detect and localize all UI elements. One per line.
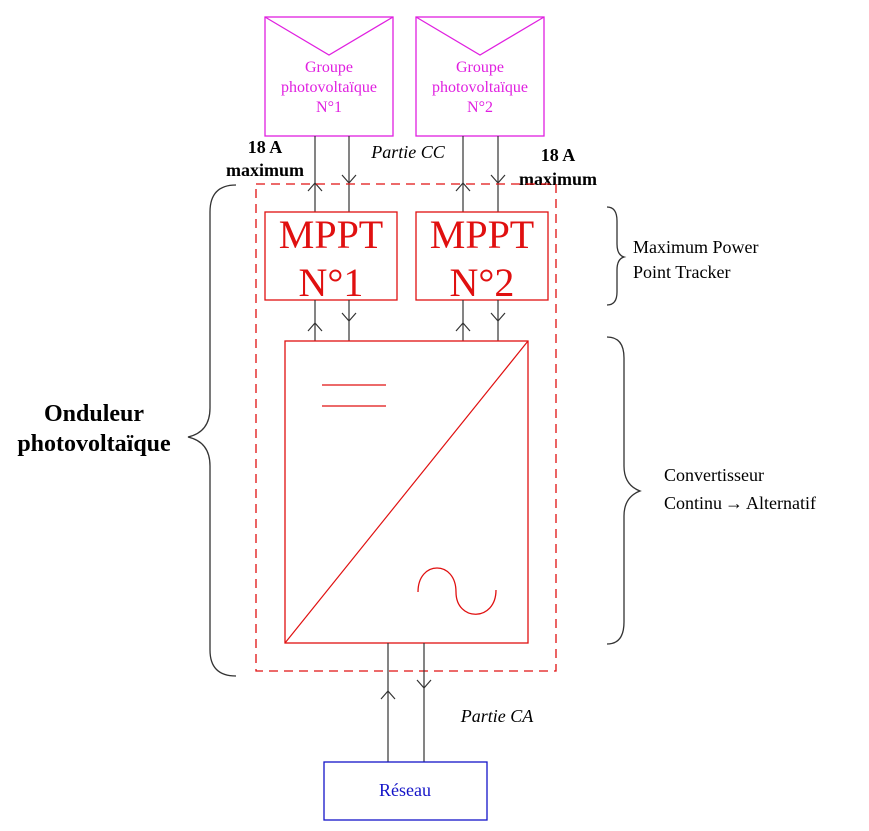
ac-part-label: Partie CA — [460, 706, 534, 726]
mppt-description: Maximum Power Point Tracker — [633, 237, 759, 282]
mppt-box-1-line-2: N°1 — [299, 260, 364, 305]
grid-box: Réseau — [323, 761, 488, 821]
dc-symbol-icon — [322, 384, 386, 407]
inverter-label-line-1: Onduleur — [44, 401, 144, 427]
arrow-right-icon: → — [725, 493, 743, 513]
current-limit-1-line-1: 18 A — [248, 137, 283, 157]
current-limit-1-line-2: maximum — [226, 160, 304, 180]
pv-array-1-label-line-2: photovoltaïque — [281, 79, 377, 96]
ac-sine-icon — [417, 567, 497, 615]
current-limit-1: 18 A maximum — [226, 137, 304, 180]
mppt-brace — [606, 206, 627, 306]
converter-description-to: Alternatif — [746, 493, 816, 513]
pv-array-1-label-line-3: N°1 — [316, 99, 342, 116]
pv-array-1-label-line-1: Groupe — [305, 59, 353, 76]
converter-description-line-2: Continu→Alternatif — [664, 493, 816, 513]
dc-ac-converter — [284, 340, 529, 644]
mppt-description-line-1: Maximum Power — [633, 237, 759, 257]
converter-description: Convertisseur Continu→Alternatif — [664, 465, 816, 513]
dc-wires-mppt-to-converter — [307, 300, 506, 341]
ac-wires-converter-to-grid — [380, 643, 432, 762]
grid-label: Réseau — [379, 780, 431, 800]
mppt-box-2-line-1: MPPT — [430, 212, 535, 257]
dc-wires-pv-to-mppt — [307, 136, 506, 212]
current-limit-2-line-1: 18 A — [541, 145, 576, 165]
converter-description-from: Continu — [664, 493, 722, 513]
mppt-box-1: MPPT N°1 — [264, 211, 398, 305]
pv-array-2-label-line-3: N°2 — [467, 99, 493, 116]
inverter-brace — [187, 184, 237, 677]
inverter-label-line-2: photovoltaïque — [17, 431, 171, 457]
inverter-enclosure — [255, 183, 557, 672]
current-limit-2: 18 A maximum — [519, 145, 597, 189]
inverter-label: Onduleur photovoltaïque — [17, 401, 171, 457]
converter-brace — [606, 336, 642, 645]
current-limit-2-line-2: maximum — [519, 169, 597, 189]
pv-array-2-label-line-1: Groupe — [456, 59, 504, 76]
mppt-description-line-2: Point Tracker — [633, 262, 731, 282]
pv-array-1: Groupe photovoltaïque N°1 — [264, 16, 394, 137]
mppt-box-2: MPPT N°2 — [415, 211, 549, 305]
mppt-box-1-line-1: MPPT — [279, 212, 384, 257]
pv-array-2: Groupe photovoltaïque N°2 — [415, 16, 545, 137]
converter-description-line-1: Convertisseur — [664, 465, 764, 485]
dc-part-label: Partie CC — [370, 142, 445, 162]
mppt-box-2-line-2: N°2 — [450, 260, 515, 305]
pv-array-2-label-line-2: photovoltaïque — [432, 79, 528, 96]
